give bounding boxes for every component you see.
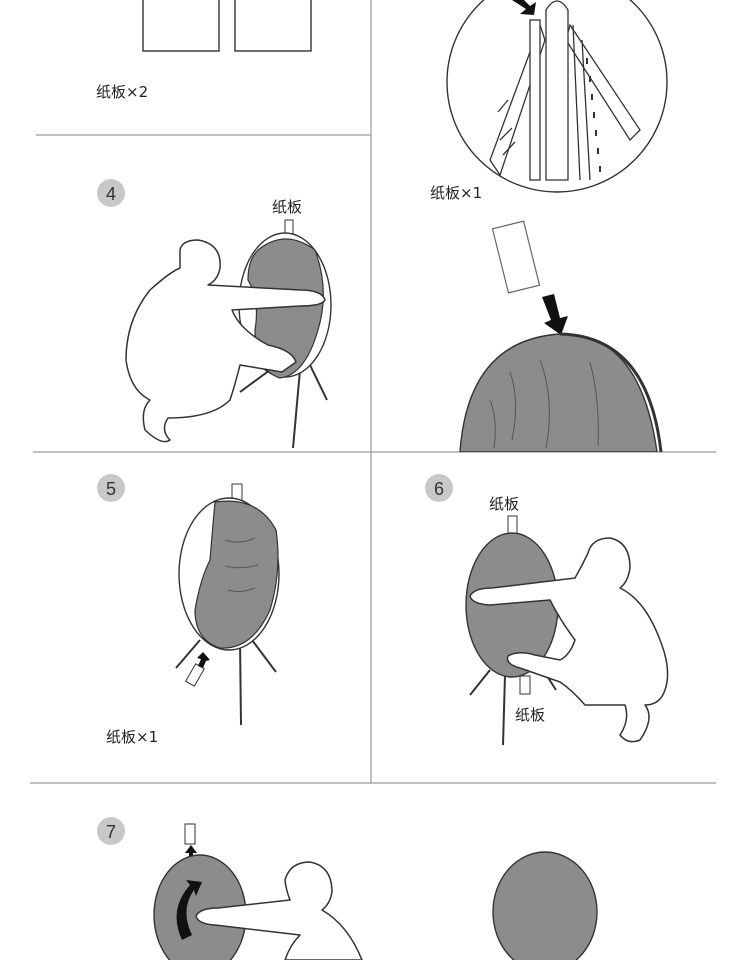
tripod-leg (175, 639, 201, 669)
person-silhouette (125, 239, 326, 443)
step-5: 5 纸板×1 (97, 474, 280, 746)
zoom-stitches (586, 58, 601, 172)
person-silhouette (469, 537, 669, 743)
zoom-board-slot (545, 0, 569, 181)
cardboard-bottom (519, 675, 531, 695)
step-badge (97, 817, 125, 845)
tripod-leg (239, 369, 271, 393)
step-number: 5 (106, 479, 116, 499)
step-4: 4 纸板 (97, 179, 332, 449)
person-silhouette (195, 861, 363, 960)
cardboard-label: 纸板 (272, 198, 302, 216)
zoom-board-inner (529, 19, 541, 181)
tripod-leg (251, 639, 277, 673)
tripod-leg (239, 639, 242, 726)
cardboard-piece-1 (142, 0, 220, 52)
cardboard-piece-3 (491, 220, 541, 294)
rotate-arrow-icon (176, 880, 202, 940)
arrow-up-icon (185, 845, 197, 862)
tripod-leg (502, 674, 506, 746)
chair-fabric (247, 238, 324, 379)
arrow-down-icon (512, 0, 536, 15)
step-number: 7 (106, 822, 116, 842)
panel-top-left: 纸板×2 (96, 0, 312, 101)
cardboard-count-caption: 纸板×2 (96, 83, 148, 101)
arrow-down-icon-2 (542, 294, 568, 335)
tripod-leg (292, 369, 301, 449)
panel-dividers (30, 0, 716, 784)
step-number: 6 (434, 479, 444, 499)
cardboard-count-caption-right: 纸板×1 (430, 184, 482, 202)
step-badge (97, 474, 125, 502)
arrow-up-icon (197, 652, 210, 668)
chair-fabric (194, 500, 279, 649)
cardboard-count-caption: 纸板×1 (106, 728, 158, 746)
panel-top-right: 纸板×1 (430, 0, 668, 452)
cardboard-piece-small (184, 823, 196, 845)
step-number: 4 (106, 184, 116, 204)
tripod-leg (309, 364, 328, 401)
cardboard-piece-2 (234, 0, 312, 52)
tripod-leg (469, 669, 491, 696)
step-6: 6 纸板 纸板 (425, 474, 669, 746)
cardboard-label-bottom: 纸板 (515, 706, 545, 724)
chair-top-seat (459, 333, 658, 452)
step-badge (425, 474, 453, 502)
chair-top-rim (559, 332, 663, 452)
step-7: 7 (97, 817, 598, 960)
step-badge (97, 179, 125, 207)
finished-chair (492, 851, 598, 960)
cardboard-label-top: 纸板 (489, 495, 519, 513)
